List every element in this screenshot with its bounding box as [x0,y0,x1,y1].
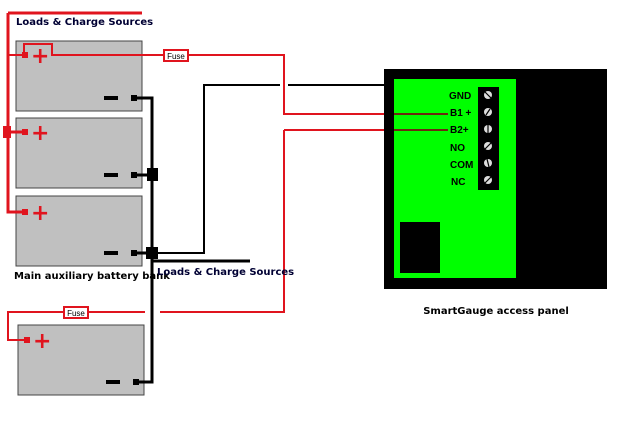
terminal-com-label: COM [450,160,473,171]
top-loads-label: Loads & Charge Sources [16,17,153,28]
battery-3-plus: + [31,201,49,226]
battery-2-minus [104,173,118,177]
battery-4-minus [106,380,120,384]
screw-icon [484,142,492,150]
battery-2 [15,117,143,189]
screw-icon [484,108,492,116]
screw-icon [484,158,492,168]
terminal-gnd-label: GND [449,91,471,102]
terminal-block [478,87,499,190]
panel-caption: SmartGauge access panel [423,306,569,317]
panel-display-cutout [400,222,440,273]
screw-icon [484,176,492,184]
fuse-top: Fuse [163,49,189,62]
battery-4 [17,324,145,396]
battery-1-minus [104,96,118,100]
terminal-no-label: NO [450,143,465,154]
battery-1 [15,40,143,112]
screw-icon [484,91,492,99]
battery-2-plus: + [31,121,49,146]
svg-text:Fuse: Fuse [67,309,85,318]
terminal-nc-label: NC [451,177,465,188]
svg-text:Fuse: Fuse [167,52,185,61]
battery-3 [15,195,143,267]
battery-3-minus [104,251,118,255]
screw-terminals [484,91,492,184]
battery-bank-label: Main auxiliary battery bank [14,271,170,282]
terminal-b2-label: B2+ [450,125,469,136]
mid-loads-label: Loads & Charge Sources [157,267,294,278]
screw-icon [484,125,492,133]
fuse-bottom: Fuse [63,306,89,319]
battery-4-plus: + [33,329,51,354]
terminal-b1-label: B1 + [450,108,472,119]
battery-1-plus: + [31,44,49,69]
